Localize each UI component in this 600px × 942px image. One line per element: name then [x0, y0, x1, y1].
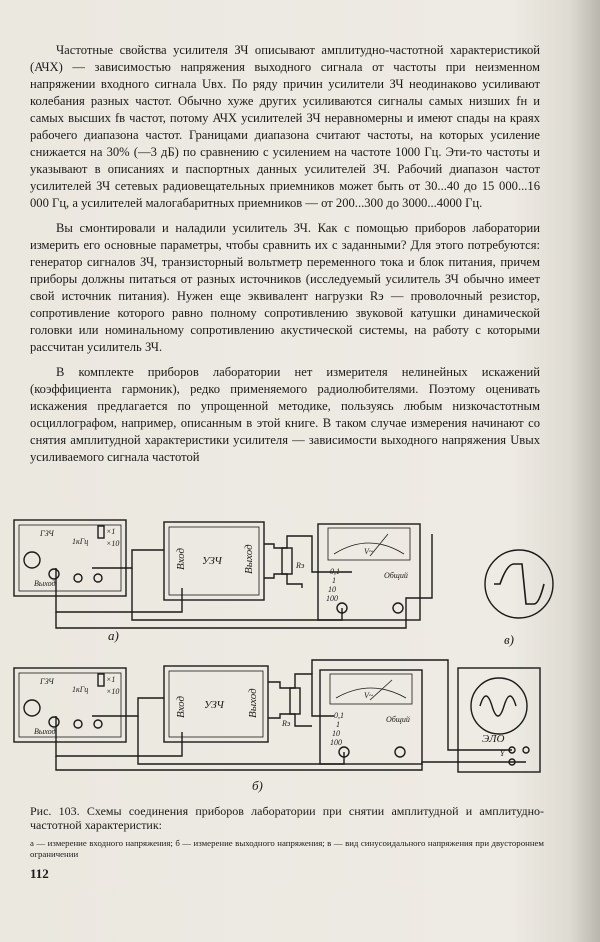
figure-caption: Рис. 103. Схемы соединения приборов лабо… [30, 804, 544, 832]
load-a: Rэ [295, 561, 305, 570]
gen-out-a: Выход [34, 579, 56, 588]
label-a: а) [108, 628, 119, 643]
scheme-a [13, 519, 554, 629]
scope-y: Y [500, 749, 506, 758]
voltmeter-box-b [319, 669, 423, 765]
gen-label-b: ГЗЧ [39, 677, 54, 686]
load-resistor-a [281, 547, 293, 575]
label-b: б) [252, 778, 263, 793]
label-c: в) [504, 632, 514, 647]
amp-name-b: УЗЧ [204, 699, 225, 711]
amp-out-b: Выход [247, 688, 259, 718]
oscilloscope-box [457, 667, 541, 773]
range-01-a: 0,1 [330, 567, 340, 576]
paragraph-2: Вы смонтировали и наладили усилитель ЗЧ.… [30, 221, 540, 354]
scope-name: ЭЛО [482, 733, 505, 745]
range-1-a: 1 [332, 576, 336, 585]
volt-symbol-b: V~ [364, 691, 374, 700]
common-a: Общий [384, 571, 408, 580]
gen-freq-b: 1кГц [72, 685, 88, 694]
generator-knob-icon [23, 551, 41, 569]
oscilloscope-screen-icon [470, 677, 528, 735]
gen-out-b: Выход [34, 727, 56, 736]
range-10-b: 10 [332, 729, 340, 738]
load-b: Rэ [281, 719, 291, 728]
range-100-a: 100 [326, 594, 338, 603]
gen-freq-a: 1кГц [72, 537, 88, 546]
amp-out-a: Выход [243, 544, 255, 574]
gen-x10-b: ×10 [106, 687, 119, 696]
amplifier-box-b [163, 665, 269, 743]
range-01-b: 0,1 [334, 711, 344, 720]
scheme-b [13, 659, 541, 773]
common-b: Общий [386, 715, 410, 724]
page-number: 112 [30, 866, 49, 881]
amplifier-box-a [163, 521, 265, 601]
paragraph-3: В комплекте приборов лаборатории нет изм… [30, 365, 540, 464]
range-10-a: 10 [328, 585, 336, 594]
body-text: Частотные свойства усилителя ЗЧ описываю… [30, 42, 540, 474]
figure-103-diagram: ГЗЧ 1кГц ×1 ×10 Выход Вход УЗЧ Выход Rэ … [13, 519, 554, 793]
figure-caption-legend: а — измерение входного напряжения; б — и… [30, 838, 544, 859]
amp-in-a: Вход [175, 547, 187, 570]
load-resistor-b [289, 687, 301, 715]
gen-label-a: ГЗЧ [39, 529, 54, 538]
range-1-b: 1 [336, 720, 340, 729]
volt-symbol-a: V~ [364, 547, 374, 556]
gen-x10-a: ×10 [106, 539, 119, 548]
paragraph-1: Частотные свойства усилителя ЗЧ описываю… [30, 43, 540, 210]
amp-in-b: Вход [175, 695, 187, 718]
generator-box-b [13, 667, 127, 743]
sine-display-icon [484, 549, 554, 619]
gen-x1-b: ×1 [106, 675, 115, 684]
gen-x1-a: ×1 [106, 527, 115, 536]
range-100-b: 100 [330, 738, 342, 747]
generator-box-a [13, 519, 127, 597]
amp-name-a: УЗЧ [202, 555, 223, 567]
